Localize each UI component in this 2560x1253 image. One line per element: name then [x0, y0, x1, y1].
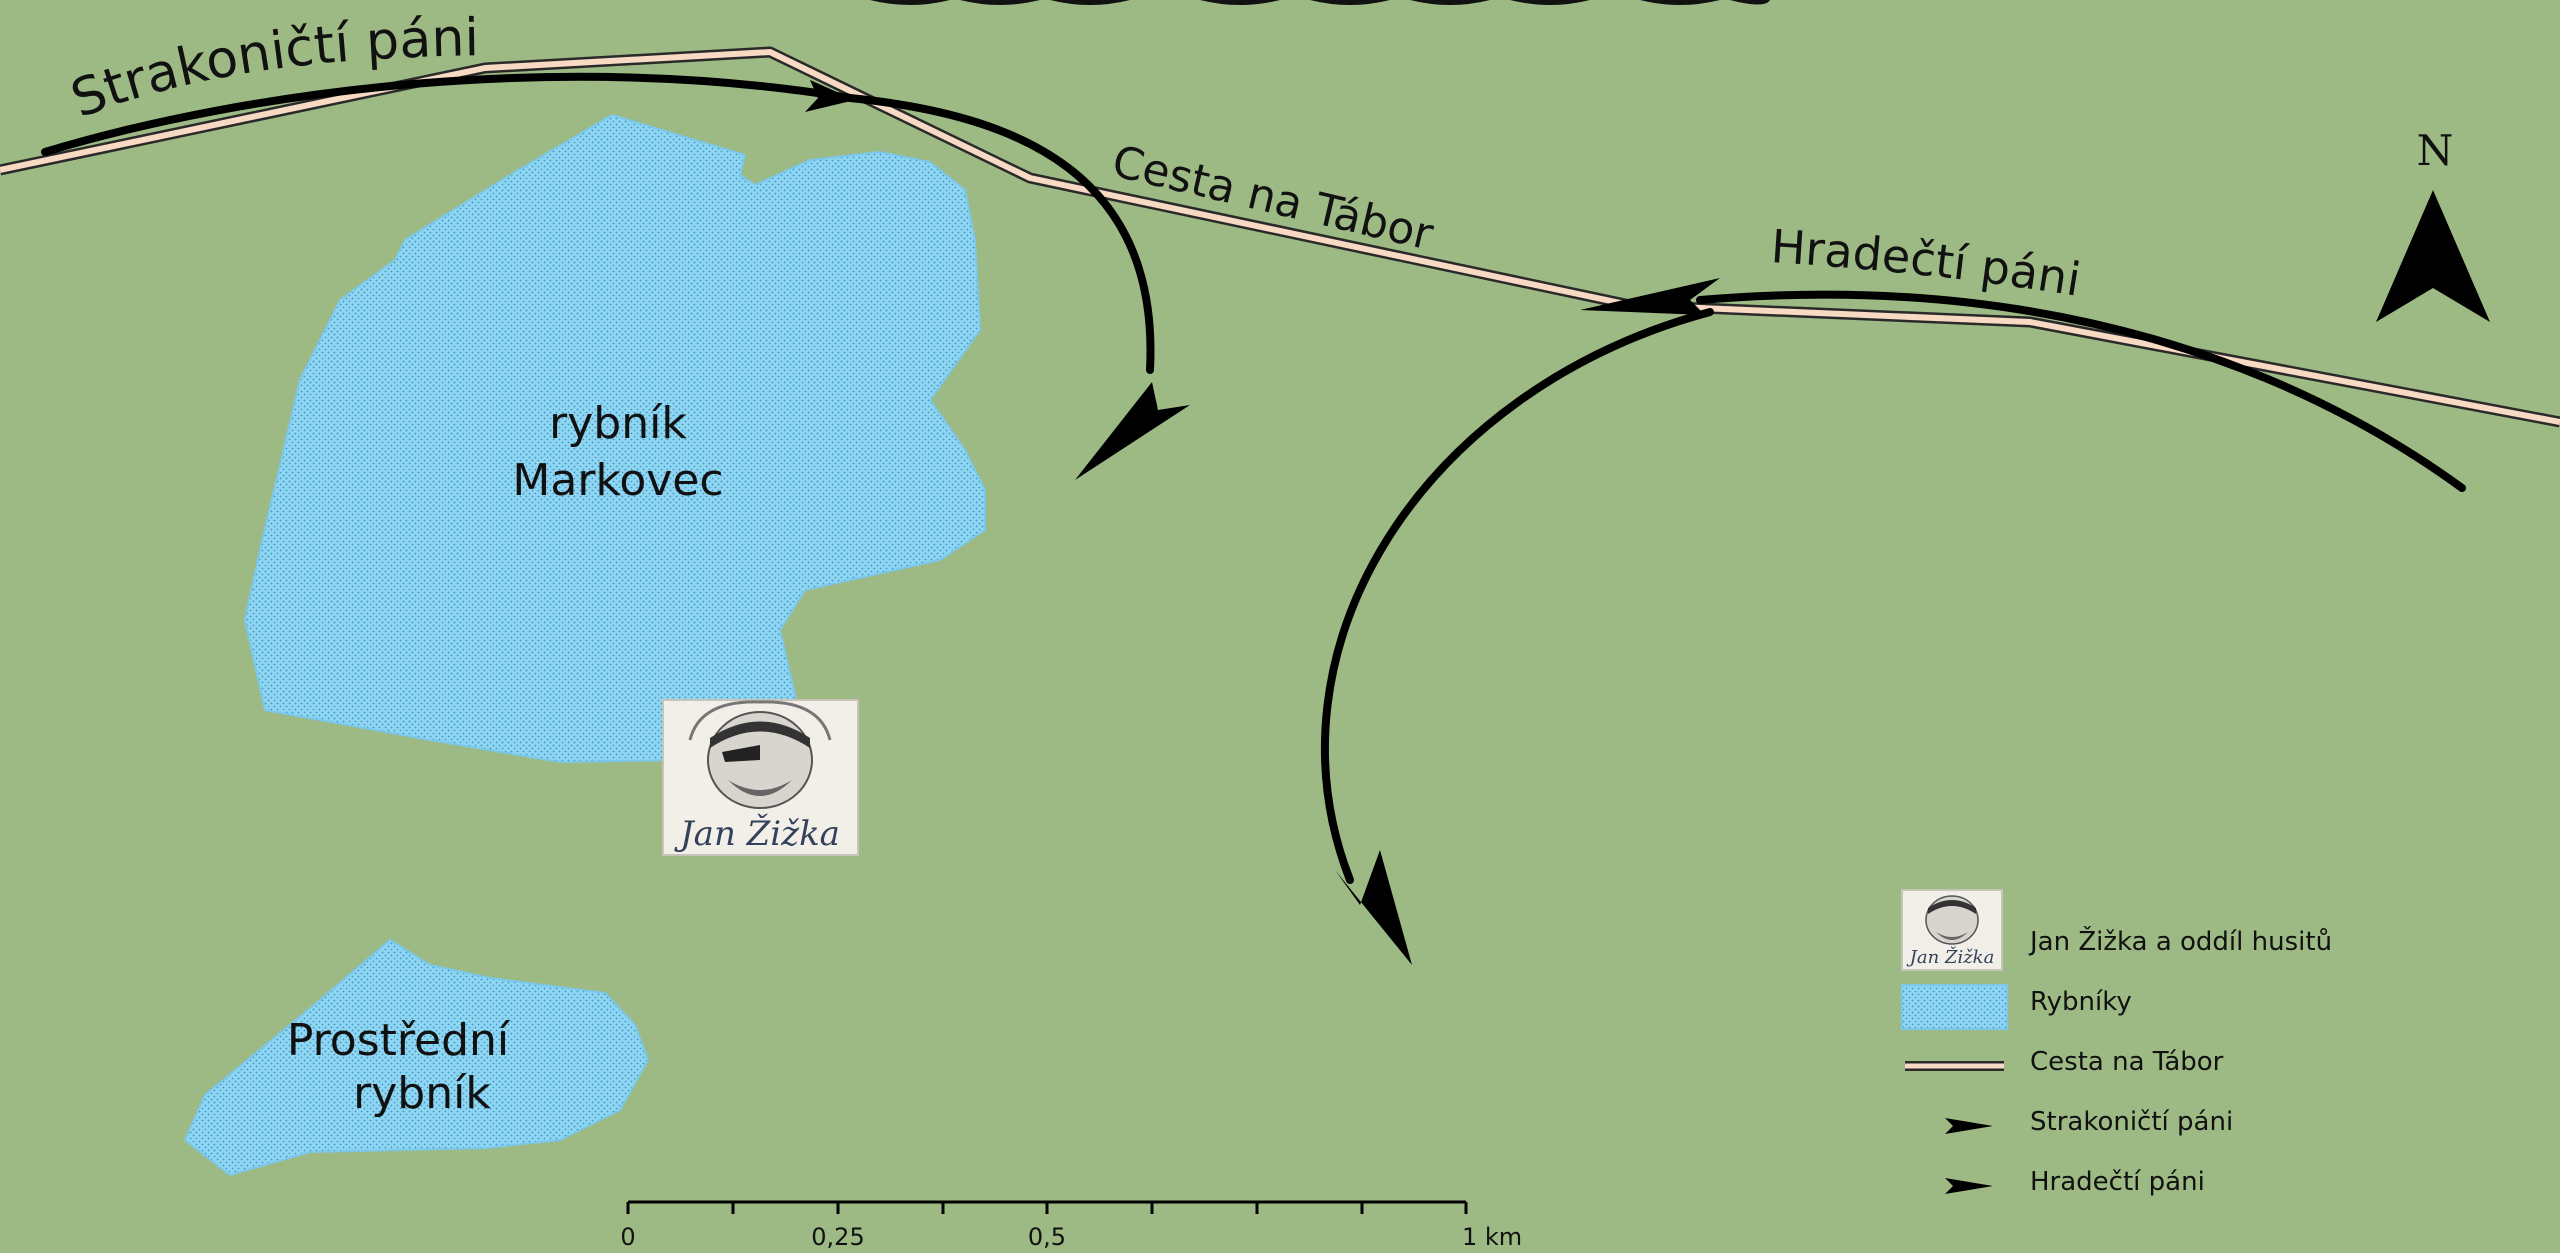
north-label: N: [2417, 126, 2454, 175]
portrait-icon: [1925, 895, 1979, 945]
legend-item-ponds: Rybníky: [1901, 984, 2132, 1030]
strakonicti-arrow-curve-2: [846, 94, 1155, 374]
arrow-icon: [1945, 1178, 1993, 1194]
portrait-caption: Jan Žižka: [674, 813, 840, 854]
legend: Jan Žižka Jan Žižka a oddíl husitů Rybní…: [1901, 889, 2332, 1197]
legend-label-3: Strakoničtí páni: [2030, 1107, 2233, 1137]
hradecti-arrow-curve-2: [1321, 308, 1714, 884]
hradecti-arrowhead-2: [1335, 850, 1412, 965]
legend-portrait-caption: Jan Žižka: [1906, 945, 1995, 968]
legend-label-2: Cesta na Tábor: [2030, 1047, 2224, 1077]
label-markovec-line1: rybník: [549, 398, 687, 449]
pond-swatch: [1901, 984, 2008, 1030]
strakonicti-arrow-curve: [41, 72, 854, 156]
arrow-icon: [1945, 1118, 1993, 1134]
title-fragment: [870, 0, 1770, 5]
legend-label-4: Hradečtí páni: [2030, 1167, 2205, 1197]
strakonicti-arrowhead-1: [805, 80, 855, 112]
label-markovec-line2: Markovec: [512, 455, 723, 506]
label-prostredni-line2: rybník: [353, 1068, 491, 1119]
hradecti-arrowhead-1: [1580, 278, 1720, 315]
scale-tick-0: 0: [620, 1223, 635, 1251]
legend-item-hradecti: Hradečtí páni: [1945, 1167, 2205, 1197]
legend-item-road: Cesta na Tábor: [1905, 1047, 2224, 1077]
portrait-marker: Jan Žižka: [662, 699, 859, 856]
legend-item-strakonicti: Strakoničtí páni: [1945, 1107, 2233, 1137]
scale-tick-1: 0,25: [811, 1223, 864, 1251]
pond-prostredni: [183, 938, 650, 1177]
road-cesta-na-tabor-fill: [0, 49, 2560, 425]
label-prostredni-line1: Prostřední: [287, 1015, 511, 1066]
portrait-icon: [688, 700, 832, 809]
strakonicti-arrowhead-2: [1075, 382, 1190, 480]
north-arrow-icon: [2376, 190, 2490, 322]
hradecti-arrow-curve: [1696, 290, 2466, 492]
scale-tick-2: 0,5: [1028, 1223, 1066, 1251]
pond-markovec: [243, 113, 986, 764]
legend-label-1: Rybníky: [2030, 987, 2132, 1017]
legend-label-0: Jan Žižka a oddíl husitů: [2028, 925, 2332, 957]
scale-tick-3: 1 km: [1462, 1223, 1522, 1251]
north-arrow: N: [2376, 126, 2490, 322]
scale-bar: 0 0,25 0,5 1 km: [620, 1200, 1522, 1251]
legend-item-portrait: Jan Žižka Jan Žižka a oddíl husitů: [1901, 889, 2332, 971]
